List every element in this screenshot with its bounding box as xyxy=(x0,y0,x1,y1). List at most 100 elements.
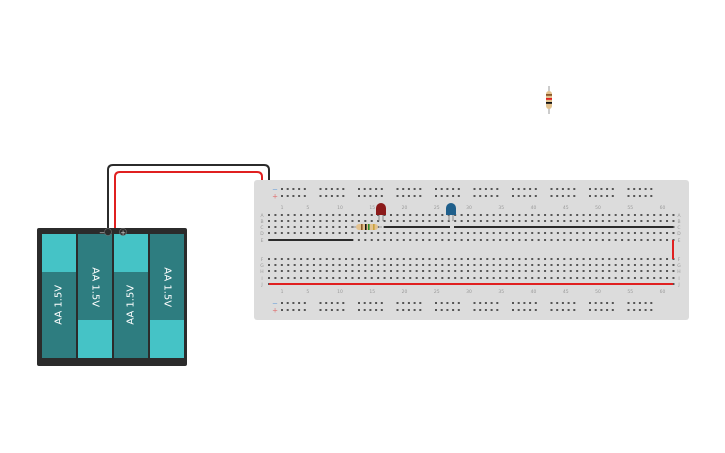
rail-hole[interactable] xyxy=(336,302,339,304)
breadboard-hole[interactable] xyxy=(492,220,495,222)
breadboard-hole[interactable] xyxy=(511,270,514,272)
breadboard-hole[interactable] xyxy=(345,264,348,266)
breadboard-hole[interactable] xyxy=(306,220,309,222)
wire-red-positive[interactable] xyxy=(114,171,269,260)
breadboard-hole[interactable] xyxy=(300,232,303,234)
rail-hole[interactable] xyxy=(369,188,372,190)
breadboard-hole[interactable] xyxy=(569,239,572,241)
breadboard-hole[interactable] xyxy=(473,232,476,234)
breadboard-hole[interactable] xyxy=(486,270,489,272)
breadboard-hole[interactable] xyxy=(492,277,495,279)
breadboard-hole[interactable] xyxy=(653,220,656,222)
breadboard-hole[interactable] xyxy=(544,258,547,260)
breadboard-hole[interactable] xyxy=(556,277,559,279)
breadboard-hole[interactable] xyxy=(409,277,412,279)
breadboard-hole[interactable] xyxy=(467,214,470,216)
breadboard-hole[interactable] xyxy=(659,264,662,266)
rail-hole[interactable] xyxy=(644,195,647,197)
breadboard-hole[interactable] xyxy=(473,277,476,279)
breadboard-hole[interactable] xyxy=(614,270,617,272)
breadboard-hole[interactable] xyxy=(550,270,553,272)
breadboard-hole[interactable] xyxy=(370,220,373,222)
rail-hole[interactable] xyxy=(529,195,532,197)
breadboard-hole[interactable] xyxy=(672,270,675,272)
breadboard-hole[interactable] xyxy=(377,239,380,241)
breadboard-hole[interactable] xyxy=(300,264,303,266)
breadboard-hole[interactable] xyxy=(287,220,290,222)
rail-hole[interactable] xyxy=(457,188,460,190)
breadboard-hole[interactable] xyxy=(312,214,315,216)
rail-hole[interactable] xyxy=(380,309,383,311)
rail-hole[interactable] xyxy=(292,195,295,197)
breadboard-hole[interactable] xyxy=(531,220,534,222)
rail-hole[interactable] xyxy=(529,302,532,304)
breadboard-hole[interactable] xyxy=(653,258,656,260)
breadboard-hole[interactable] xyxy=(672,214,675,216)
breadboard-hole[interactable] xyxy=(550,232,553,234)
breadboard-hole[interactable] xyxy=(537,264,540,266)
breadboard-hole[interactable] xyxy=(377,258,380,260)
rail-hole[interactable] xyxy=(336,195,339,197)
rail-hole[interactable] xyxy=(281,302,283,304)
rail-hole[interactable] xyxy=(606,195,609,197)
breadboard-hole[interactable] xyxy=(505,239,508,241)
rail-hole[interactable] xyxy=(440,188,443,190)
breadboard-hole[interactable] xyxy=(479,220,482,222)
rail-hole[interactable] xyxy=(600,188,603,190)
breadboard-hole[interactable] xyxy=(569,214,572,216)
breadboard-hole[interactable] xyxy=(608,214,611,216)
breadboard-hole[interactable] xyxy=(582,232,585,234)
breadboard-hole[interactable] xyxy=(601,232,604,234)
rail-hole[interactable] xyxy=(490,188,493,190)
breadboard-hole[interactable] xyxy=(563,214,566,216)
breadboard-hole[interactable] xyxy=(621,239,624,241)
rail-hole[interactable] xyxy=(419,195,422,197)
rail-hole[interactable] xyxy=(298,302,301,304)
breadboard-hole[interactable] xyxy=(300,277,303,279)
breadboard-hole[interactable] xyxy=(550,258,553,260)
breadboard-hole[interactable] xyxy=(511,258,514,260)
breadboard-hole[interactable] xyxy=(396,277,399,279)
breadboard-hole[interactable] xyxy=(576,277,579,279)
breadboard-hole[interactable] xyxy=(460,258,463,260)
breadboard-hole[interactable] xyxy=(492,239,495,241)
breadboard-hole[interactable] xyxy=(319,226,322,228)
breadboard-hole[interactable] xyxy=(351,277,354,279)
rail-hole[interactable] xyxy=(413,302,416,304)
breadboard-hole[interactable] xyxy=(454,220,457,222)
breadboard-hole[interactable] xyxy=(511,277,514,279)
breadboard-hole[interactable] xyxy=(370,264,373,266)
breadboard-hole[interactable] xyxy=(351,258,354,260)
breadboard-hole[interactable] xyxy=(396,239,399,241)
breadboard-hole[interactable] xyxy=(659,239,662,241)
breadboard-hole[interactable] xyxy=(608,232,611,234)
rail-hole[interactable] xyxy=(330,195,333,197)
led-red[interactable] xyxy=(376,203,386,221)
rail-hole[interactable] xyxy=(517,188,520,190)
breadboard-hole[interactable] xyxy=(563,277,566,279)
breadboard-hole[interactable] xyxy=(460,239,463,241)
breadboard-hole[interactable] xyxy=(499,277,502,279)
breadboard-hole[interactable] xyxy=(338,264,341,266)
rail-hole[interactable] xyxy=(325,195,328,197)
rail-hole[interactable] xyxy=(479,302,482,304)
breadboard-hole[interactable] xyxy=(434,264,437,266)
breadboard-hole[interactable] xyxy=(312,270,315,272)
breadboard-hole[interactable] xyxy=(563,264,566,266)
rail-hole[interactable] xyxy=(573,309,576,311)
rail-hole[interactable] xyxy=(550,302,553,304)
breadboard-hole[interactable] xyxy=(569,258,572,260)
breadboard-hole[interactable] xyxy=(589,264,591,266)
resistor-loose[interactable] xyxy=(546,86,552,114)
breadboard-hole[interactable] xyxy=(499,270,502,272)
rail-hole[interactable] xyxy=(633,188,636,190)
breadboard-hole[interactable] xyxy=(556,232,559,234)
breadboard-hole[interactable] xyxy=(280,220,283,222)
rail-hole[interactable] xyxy=(556,302,559,304)
breadboard-hole[interactable] xyxy=(338,270,341,272)
breadboard-hole[interactable] xyxy=(646,264,649,266)
breadboard-hole[interactable] xyxy=(633,232,636,234)
breadboard-hole[interactable] xyxy=(280,258,283,260)
breadboard-hole[interactable] xyxy=(402,270,405,272)
breadboard-hole[interactable] xyxy=(441,270,444,272)
